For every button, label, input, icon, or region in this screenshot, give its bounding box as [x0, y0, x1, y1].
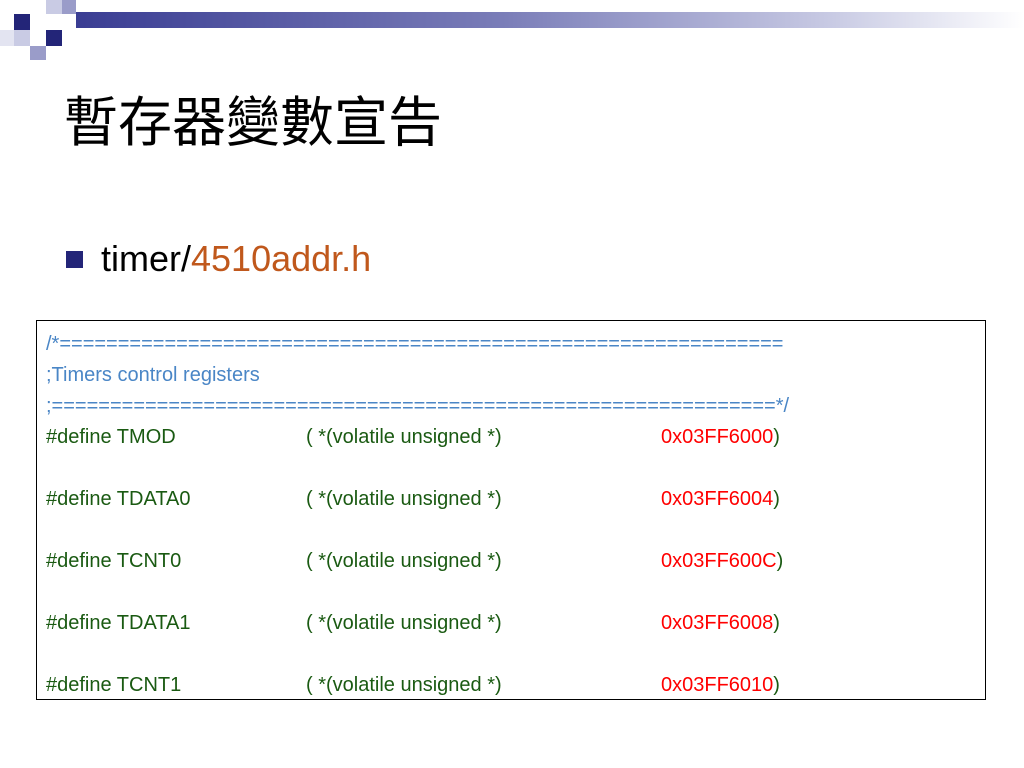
- bullet-square-icon: [66, 250, 83, 268]
- define-line: #define TDATA1 ( *(volatile unsigned *) …: [46, 608, 985, 639]
- header-gradient-bar: [76, 12, 1024, 28]
- decor-square-7: [0, 30, 14, 46]
- define-keyword: #define TDATA1: [46, 612, 191, 634]
- decor-square-6: [30, 46, 46, 60]
- define-close-paren: ): [773, 612, 780, 634]
- define-cast: ( *(volatile unsigned *): [306, 426, 502, 448]
- define-line: #define TCNT1 ( *(volatile unsigned *) 0…: [46, 670, 985, 701]
- comment-line: ;=======================================…: [46, 395, 790, 417]
- define-address: 0x03FF600C: [661, 550, 777, 572]
- define-cast: ( *(volatile unsigned *): [306, 550, 502, 572]
- define-close-paren: ): [773, 674, 780, 696]
- slide-title: 暫存器變數宣告: [64, 91, 442, 154]
- decor-square-2: [46, 0, 62, 14]
- define-close-paren: ): [773, 488, 780, 510]
- define-address: 0x03FF6010: [661, 674, 774, 696]
- define-address: 0x03FF6000: [661, 426, 774, 448]
- define-address-group: 0x03FF6004): [661, 484, 780, 515]
- define-keyword: #define TMOD: [46, 426, 176, 448]
- decor-square-3: [62, 0, 76, 14]
- decor-square-5: [46, 30, 62, 46]
- define-keyword: #define TCNT0: [46, 550, 182, 572]
- define-keyword: #define TCNT1: [46, 674, 182, 696]
- comment-line: ;Timers control registers: [46, 364, 260, 386]
- define-address-group: 0x03FF6000): [661, 422, 780, 453]
- decor-square-4: [14, 30, 30, 46]
- define-cast: ( *(volatile unsigned *): [306, 488, 502, 510]
- bullet-filename: 4510addr.h: [191, 238, 372, 279]
- define-address-group: 0x03FF6010): [661, 670, 780, 701]
- define-address: 0x03FF6008: [661, 612, 774, 634]
- bullet-prefix: timer/: [101, 238, 191, 279]
- code-block: /*======================================…: [36, 320, 986, 700]
- define-close-paren: ): [776, 550, 784, 572]
- decor-square-1: [14, 14, 30, 30]
- define-cast: ( *(volatile unsigned *): [306, 674, 502, 696]
- define-keyword: #define TDATA0: [46, 488, 191, 510]
- define-address: 0x03FF6004: [661, 488, 774, 510]
- define-line: #define TCNT0 ( *(volatile unsigned *) 0…: [46, 546, 985, 577]
- define-cast: ( *(volatile unsigned *): [306, 612, 502, 634]
- define-line: #define TDATA0 ( *(volatile unsigned *) …: [46, 484, 985, 515]
- bullet-item: timer/4510addr.h: [66, 236, 371, 282]
- define-address-group: 0x03FF6008): [661, 608, 780, 639]
- define-address-group: 0x03FF600C): [661, 546, 783, 577]
- comment-line: /*======================================…: [46, 333, 784, 355]
- define-line: #define TMOD ( *(volatile unsigned *) 0x…: [46, 422, 985, 453]
- define-close-paren: ): [773, 426, 780, 448]
